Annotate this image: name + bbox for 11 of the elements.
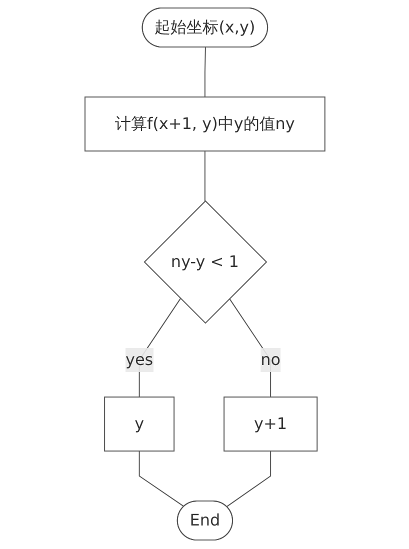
node-box: y+1 <box>223 397 318 452</box>
edge-label: yes <box>125 350 153 370</box>
node-box: y <box>104 397 174 452</box>
connector <box>138 451 184 508</box>
connector <box>226 451 271 508</box>
connector <box>204 150 205 202</box>
node-diamond: ny-y < 1 <box>143 200 267 324</box>
connector <box>228 298 271 398</box>
node-box: 计算f(x+1, y)中y的值ny <box>84 96 325 152</box>
edge-label: no <box>260 350 280 370</box>
connector <box>204 47 206 98</box>
